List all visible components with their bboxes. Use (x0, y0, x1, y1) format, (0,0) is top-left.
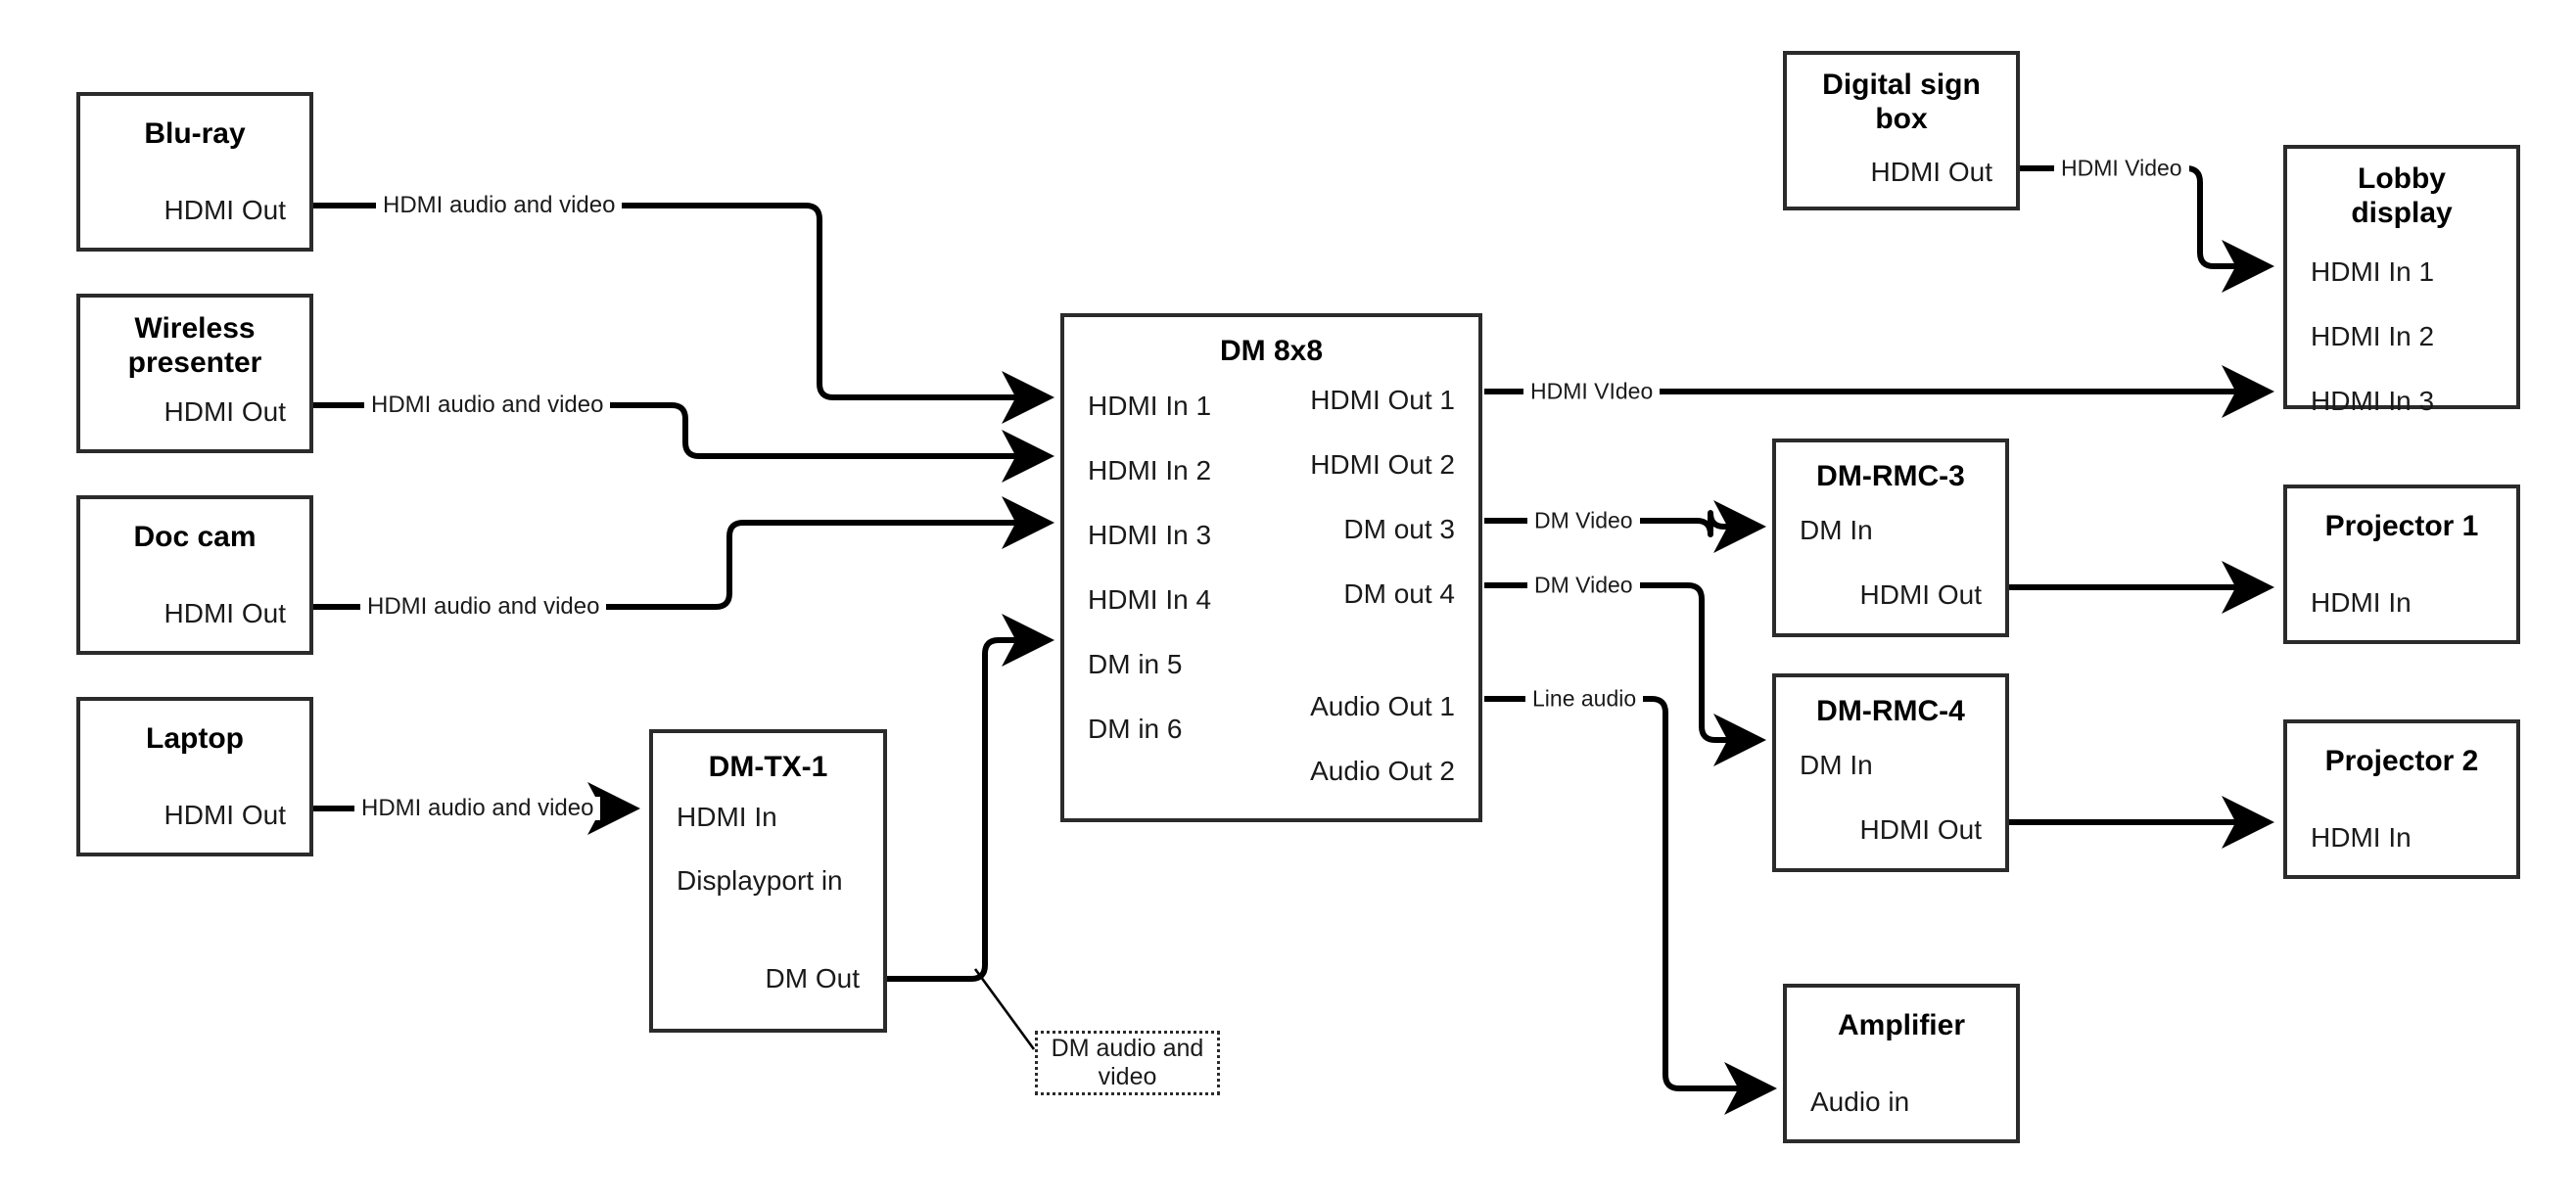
wire-label-hdmi-out-1: HDMI VIdeo (1523, 380, 1661, 403)
node-projector-1-title: Projector 1 (2324, 510, 2479, 542)
node-dm-8x8-port-hdmi-out-1[interactable]: HDMI Out 1 (1310, 385, 1455, 415)
wire-label-wireless: HDMI audio and video (364, 393, 611, 417)
node-dm-8x8-port-hdmi-in-4[interactable]: HDMI In 4 (1088, 584, 1212, 615)
node-digital-sign-box-port-hdmi-out[interactable]: HDMI Out (1870, 157, 1992, 187)
wire-label-bluray: HDMI audio and video (376, 194, 623, 217)
node-dm-8x8-port-dm-out-4[interactable]: DM out 4 (1343, 578, 1455, 609)
wire-label-audio-out-1: Line audio (1525, 687, 1644, 711)
node-dm-tx-1[interactable]: DM-TX-1 HDMI In Displayport in DM Out (649, 729, 887, 1033)
node-dm-rmc-4-port-hdmi-out[interactable]: HDMI Out (1859, 814, 1982, 845)
node-dm-rmc-4-title: DM-RMC-4 (1816, 695, 1965, 727)
wire-label-doccam: HDMI audio and video (360, 595, 607, 619)
node-dm-rmc-4-port-dm-in[interactable]: DM In (1800, 750, 1873, 780)
node-lobby-display-port-hdmi-in-1[interactable]: HDMI In 1 (2311, 256, 2435, 287)
node-amplifier-title: Amplifier (1837, 1009, 1966, 1041)
node-bluray[interactable]: Blu-ray HDMI Out (76, 92, 313, 252)
node-digital-sign-box-title: Digital sign box (1822, 69, 1981, 135)
node-projector-1[interactable]: Projector 1 HDMI In (2283, 485, 2520, 644)
node-bluray-title: Blu-ray (144, 117, 246, 150)
node-doc-cam-title: Doc cam (133, 521, 257, 553)
node-dm-tx-1-port-displayport-in[interactable]: Displayport in (677, 865, 843, 896)
node-lobby-display-port-hdmi-in-2[interactable]: HDMI In 2 (2311, 321, 2435, 351)
wire-bluray-to-dm8x8 (313, 203, 1054, 424)
node-laptop-port-hdmi-out[interactable]: HDMI Out (164, 800, 286, 830)
node-dm-rmc-4[interactable]: DM-RMC-4 DM In HDMI Out (1772, 673, 2009, 872)
node-amplifier-port-audio-in[interactable]: Audio in (1810, 1086, 1910, 1117)
node-bluray-port-hdmi-out[interactable]: HDMI Out (164, 195, 286, 225)
node-wireless-presenter-title: Wireless presenter (127, 312, 262, 379)
node-dm-rmc-3-port-dm-in[interactable]: DM In (1800, 515, 1873, 545)
node-wireless-presenter-port-hdmi-out[interactable]: HDMI Out (164, 396, 286, 427)
wire-dmtx1-to-dm8x8 (887, 614, 1054, 982)
node-dm-8x8-port-hdmi-in-2[interactable]: HDMI In 2 (1088, 455, 1212, 485)
node-dm-rmc-3-title: DM-RMC-3 (1816, 460, 1965, 492)
wire-label-digital-sign: HDMI Video (2054, 157, 2189, 180)
node-dm-8x8-port-audio-out-1[interactable]: Audio Out 1 (1310, 691, 1455, 721)
wire-label-laptop: HDMI audio and video (354, 797, 601, 820)
wire-dm8x8-to-amplifier (1484, 696, 1777, 1115)
node-projector-2-port-hdmi-in[interactable]: HDMI In (2311, 822, 2412, 853)
node-lobby-display-title: Lobby display (2351, 162, 2453, 229)
node-dm-tx-1-port-dm-out[interactable]: DM Out (765, 963, 860, 993)
wire-label-dm-out-4: DM Video (1527, 574, 1640, 597)
wire-dm8x8-to-dmrmc4 (1484, 582, 1766, 766)
wire-label-dm-out-3: DM Video (1527, 509, 1640, 532)
callout-leader-line (973, 968, 1036, 1050)
node-dm-rmc-3-port-hdmi-out[interactable]: HDMI Out (1859, 579, 1982, 610)
node-lobby-display-port-hdmi-in-3[interactable]: HDMI In 3 (2311, 386, 2435, 416)
node-doc-cam[interactable]: Doc cam HDMI Out (76, 495, 313, 655)
node-lobby-display[interactable]: Lobby display HDMI In 1 HDMI In 2 HDMI I… (2283, 145, 2520, 415)
node-dm-8x8-port-hdmi-in-3[interactable]: HDMI In 3 (1088, 520, 1212, 550)
node-dm-rmc-3[interactable]: DM-RMC-3 DM In HDMI Out (1772, 439, 2009, 637)
node-wireless-presenter[interactable]: Wireless presenter HDMI Out (76, 294, 313, 453)
wire-digitalsign-to-lobby (2020, 165, 2274, 293)
callout-dm-audio-and-video: DM audio and video (1035, 1031, 1220, 1095)
node-dm-tx-1-title: DM-TX-1 (708, 751, 828, 783)
node-dm-8x8[interactable]: DM 8x8 HDMI In 1 HDMI In 2 HDMI In 3 HDM… (1060, 313, 1482, 822)
node-digital-sign-box[interactable]: Digital sign box HDMI Out (1783, 51, 2020, 210)
node-dm-8x8-port-dm-out-3[interactable]: DM out 3 (1343, 514, 1455, 544)
node-dm-8x8-port-dm-in-5[interactable]: DM in 5 (1088, 649, 1183, 679)
node-dm-8x8-port-dm-in-6[interactable]: DM in 6 (1088, 714, 1183, 744)
node-dm-8x8-title: DM 8x8 (1219, 335, 1324, 367)
node-laptop[interactable]: Laptop HDMI Out (76, 697, 313, 856)
node-projector-2-title: Projector 2 (2324, 745, 2479, 777)
node-projector-1-port-hdmi-in[interactable]: HDMI In (2311, 587, 2412, 618)
node-amplifier[interactable]: Amplifier Audio in (1783, 984, 2020, 1143)
node-projector-2[interactable]: Projector 2 HDMI In (2283, 719, 2520, 879)
node-dm-8x8-port-hdmi-out-2[interactable]: HDMI Out 2 (1310, 449, 1455, 480)
node-dm-8x8-port-audio-out-2[interactable]: Audio Out 2 (1310, 756, 1455, 786)
node-doc-cam-port-hdmi-out[interactable]: HDMI Out (164, 598, 286, 628)
node-dm-8x8-port-hdmi-in-1[interactable]: HDMI In 1 (1088, 391, 1212, 421)
node-laptop-title: Laptop (146, 722, 244, 755)
node-dm-tx-1-port-hdmi-in[interactable]: HDMI In (677, 802, 777, 832)
